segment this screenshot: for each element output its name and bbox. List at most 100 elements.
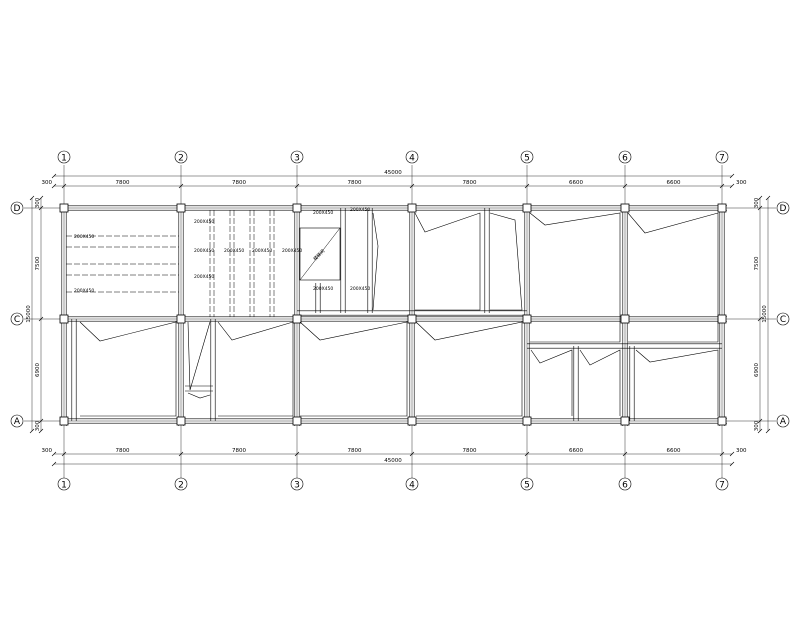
- slab-mark: [187, 321, 211, 391]
- top-dim-text: 7800: [463, 180, 477, 186]
- slab-mark: [635, 349, 719, 416]
- structure-layer: [59, 203, 727, 426]
- right-dim-text: 300: [754, 197, 760, 208]
- beam-size-label: 200X450: [74, 288, 94, 294]
- column-4A: [407, 416, 417, 426]
- right-tick: [765, 195, 771, 201]
- column-1C: [59, 314, 69, 324]
- axis-bubble-top-7: [715, 150, 729, 164]
- axis-label-bottom: 1: [61, 481, 67, 491]
- axis-label-top: 6: [622, 154, 628, 164]
- beam-size-label: 200X450: [194, 274, 214, 280]
- bottom-dim-text: 7800: [348, 448, 362, 454]
- axis-bubble-top-6: [618, 150, 632, 164]
- axis-bubble-left-C: [10, 312, 24, 326]
- column-4D: [407, 203, 417, 213]
- stair-label: 楼梯间: [312, 247, 327, 262]
- beam-size-label: 200X450: [194, 248, 214, 254]
- bottom-tick: [51, 461, 57, 467]
- beam-size-label: 200X450: [282, 248, 302, 254]
- slab-mark: [372, 212, 379, 311]
- bottom-dim-text: 300: [736, 448, 747, 454]
- axis-label-top: 7: [719, 154, 725, 164]
- axis-label-top: 3: [294, 154, 300, 164]
- bottom-dim-text: 6600: [569, 448, 583, 454]
- top-dim-text: 7800: [348, 180, 362, 186]
- slab-mark: [530, 349, 573, 416]
- top-dim-text: 300: [42, 180, 53, 186]
- axis-label-left: A: [14, 417, 21, 427]
- top-dim-text: 6600: [569, 180, 583, 186]
- column-6D: [620, 203, 630, 213]
- axis-bubble-right-C: [776, 312, 790, 326]
- top-dim-text: 7800: [116, 180, 130, 186]
- axis-bubble-top-5: [520, 150, 534, 164]
- axis-label-bottom: 3: [294, 481, 300, 491]
- stair-diagonal: [299, 227, 341, 281]
- column-2D: [176, 203, 186, 213]
- axis-bubble-bottom-2: [174, 477, 188, 491]
- beam-size-label: 200X450: [350, 286, 370, 292]
- axis-label-left: D: [14, 204, 21, 214]
- column-7D: [717, 203, 727, 213]
- annotation-layer: 200X450 200X450 200X450 200X450 200X450 200X4…: [74, 207, 370, 294]
- right-tick: [757, 195, 763, 201]
- beam-size-label: 200X450: [74, 234, 94, 240]
- left-total-text: 15000: [26, 305, 32, 323]
- column-3C: [292, 314, 302, 324]
- top-dim-text: 6600: [667, 180, 681, 186]
- left-dim-text: 300: [35, 197, 41, 208]
- column-7C: [717, 314, 727, 324]
- slab-mark: [187, 392, 211, 399]
- column-4C: [407, 314, 417, 324]
- left-tick: [38, 428, 44, 434]
- right-tick: [765, 428, 771, 434]
- right-tick: [757, 428, 763, 434]
- bottom-tick: [729, 451, 735, 457]
- axis-label-bottom: 2: [178, 481, 184, 491]
- stair-well: [299, 227, 341, 281]
- axis-bubble-top-1: [57, 150, 71, 164]
- axis-label-top: 4: [409, 154, 415, 164]
- axis-bubble-left-A: [10, 414, 24, 428]
- column-2A: [176, 416, 186, 426]
- slab-mark: [579, 349, 621, 416]
- axis-label-top: 1: [61, 154, 67, 164]
- top-dim-text: 300: [736, 180, 747, 186]
- axis-bubble-top-3: [290, 150, 304, 164]
- slab-mark: [627, 212, 719, 343]
- beam-size-label: 200X450: [224, 248, 244, 254]
- axis-label-right: C: [780, 315, 786, 325]
- axis-bubble-left-D: [10, 201, 24, 215]
- left-tick: [29, 195, 35, 201]
- left-dim-text: 6900: [35, 363, 41, 377]
- column-5C: [522, 314, 532, 324]
- column-7A: [717, 416, 727, 426]
- column-6C: [620, 314, 630, 324]
- beam-size-label: 200X450: [252, 248, 272, 254]
- axis-label-top: 5: [524, 154, 530, 164]
- column-6A: [620, 416, 630, 426]
- bottom-tick: [729, 461, 735, 467]
- bottom-tick: [51, 451, 57, 457]
- axis-label-left: C: [14, 315, 20, 325]
- axis-bubble-top-4: [405, 150, 419, 164]
- beam-size-label: 200X450: [313, 286, 333, 292]
- axis-label-top: 2: [178, 154, 184, 164]
- axis-bubble-bottom-5: [520, 477, 534, 491]
- axis-bubble-bottom-1: [57, 477, 71, 491]
- slab-mark: [415, 321, 523, 417]
- axis-label-bottom: 7: [719, 481, 725, 491]
- column-1A: [59, 416, 69, 426]
- axis-bubble-bottom-4: [405, 477, 419, 491]
- column-1D: [59, 203, 69, 213]
- left-dim-text: 7500: [35, 256, 41, 270]
- axis-label-bottom: 4: [409, 481, 415, 491]
- top-tick: [729, 183, 735, 189]
- left-tick: [29, 428, 35, 434]
- right-dim-text: 300: [754, 420, 760, 431]
- bottom-total-text: 45000: [384, 458, 402, 464]
- slab-mark: [529, 212, 621, 343]
